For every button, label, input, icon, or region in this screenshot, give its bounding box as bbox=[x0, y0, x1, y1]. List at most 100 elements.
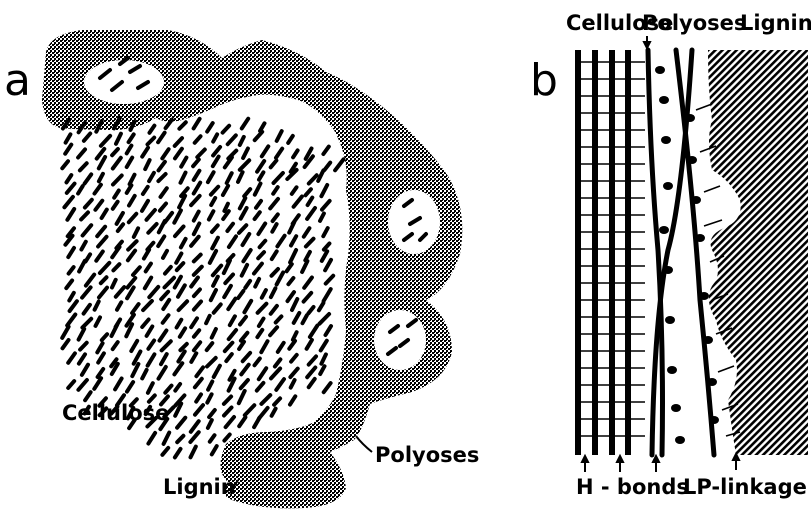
microfibril-dash bbox=[255, 184, 261, 195]
microfibril-dash bbox=[96, 317, 101, 326]
microfibril-dash bbox=[82, 365, 88, 375]
linkage-dot bbox=[699, 292, 709, 300]
microfibril-dash bbox=[85, 200, 92, 208]
microfibril-dash bbox=[307, 208, 315, 219]
microfibril-dash bbox=[148, 354, 155, 365]
microfibril-dash bbox=[190, 432, 198, 442]
microfibril-dash bbox=[95, 302, 99, 310]
microfibril-dash bbox=[179, 301, 188, 310]
microfibril-dash bbox=[175, 138, 182, 146]
microfibril-dash bbox=[85, 392, 91, 400]
microfibril-dash bbox=[230, 316, 235, 325]
microfibril-dash bbox=[147, 327, 153, 336]
microfibril-dash bbox=[98, 353, 104, 362]
microfibril-dash bbox=[273, 214, 278, 221]
microfibril-dash bbox=[320, 314, 330, 324]
microfibril-dash bbox=[65, 145, 71, 154]
microfibril-dash bbox=[69, 267, 74, 274]
microfibril-dash bbox=[66, 134, 71, 142]
microfibril-dash bbox=[240, 198, 246, 208]
microfibril-dash bbox=[293, 332, 297, 340]
microfibril-dash bbox=[259, 319, 264, 326]
microfibril-dash bbox=[209, 211, 214, 219]
microfibril-dash bbox=[191, 421, 199, 432]
microfibril-dash bbox=[324, 163, 330, 171]
microfibril-dash bbox=[292, 299, 297, 310]
microfibril-dash bbox=[272, 224, 276, 232]
linkage-dot bbox=[703, 336, 713, 344]
microfibril-dash bbox=[243, 234, 250, 245]
microfibril-dash bbox=[113, 202, 118, 209]
microfibril-dash bbox=[212, 446, 217, 454]
microfibril-dash bbox=[321, 354, 326, 363]
microfibril-dash bbox=[291, 380, 295, 388]
microfibril-dash bbox=[148, 224, 156, 233]
microfibril-dash bbox=[67, 175, 72, 182]
microfibril-dash bbox=[174, 363, 182, 374]
microfibril-dash bbox=[211, 198, 215, 205]
microfibril-dash bbox=[308, 307, 313, 313]
microfibril-dash bbox=[64, 197, 73, 207]
microfibril-dash bbox=[99, 157, 105, 168]
microfibril-dash bbox=[271, 288, 276, 297]
microfibril-dash bbox=[68, 353, 75, 362]
microfibril-dash bbox=[62, 161, 68, 168]
microfibril-dash bbox=[63, 340, 69, 348]
microfibril-dash bbox=[228, 135, 236, 144]
microfibril-dash bbox=[255, 279, 259, 287]
microfibril-dash bbox=[130, 175, 135, 185]
microfibril-dash bbox=[144, 250, 149, 259]
microfibril-dash bbox=[244, 301, 251, 313]
microfibril-dash bbox=[175, 449, 181, 458]
microfibril-dash bbox=[133, 267, 140, 275]
microfibril-dash bbox=[245, 281, 250, 288]
microfibril-dash bbox=[160, 204, 166, 211]
microfibril-dash bbox=[194, 212, 199, 221]
panel-b: b Cellulose Polyoses Lignin bbox=[530, 11, 811, 499]
microfibril-dash bbox=[181, 173, 186, 183]
microfibril-dash bbox=[129, 196, 135, 206]
microfibril-dash bbox=[225, 275, 233, 284]
microfibril-dash bbox=[276, 316, 282, 322]
microfibril-dash bbox=[82, 287, 91, 297]
microfibril-dash bbox=[194, 330, 199, 337]
microfibril-dash bbox=[194, 267, 202, 275]
linkage-dot bbox=[709, 416, 719, 424]
microfibril-dash bbox=[240, 317, 246, 325]
microfibril-dash bbox=[128, 251, 135, 261]
microfibril-dash bbox=[324, 383, 331, 392]
microfibril-dash bbox=[290, 369, 297, 378]
microfibril-dash bbox=[244, 189, 250, 196]
label-lignin-a: Lignin bbox=[163, 475, 236, 499]
linkage-dot bbox=[675, 436, 685, 444]
linkage-dot bbox=[659, 96, 669, 104]
hole-right-lower bbox=[374, 310, 426, 370]
linkage-dot bbox=[663, 182, 673, 190]
microfibril-dash bbox=[226, 417, 234, 427]
microfibril-dash bbox=[176, 254, 181, 263]
microfibril-dash bbox=[318, 170, 323, 181]
microfibril-dash bbox=[150, 126, 155, 133]
microfibril-dash bbox=[302, 261, 307, 272]
microfibril-dash bbox=[147, 210, 155, 220]
microfibril-dash bbox=[223, 126, 230, 133]
microfibril-dash bbox=[195, 136, 201, 143]
microfibril-dash bbox=[256, 201, 261, 208]
microfibril-dash bbox=[291, 355, 297, 362]
microfibril-dash bbox=[165, 386, 171, 393]
microfibril-dash bbox=[289, 222, 294, 232]
microfibril-dash bbox=[178, 285, 185, 297]
microfibril-dash bbox=[214, 366, 220, 377]
microfibril-dash bbox=[241, 333, 248, 341]
microfibril-dash bbox=[194, 255, 201, 262]
microfibril-dash bbox=[287, 264, 292, 271]
microfibril-dash bbox=[208, 172, 214, 182]
microfibril-dash bbox=[117, 302, 121, 310]
label-h-bonds: H - bonds bbox=[576, 475, 689, 499]
microfibril-dash bbox=[78, 149, 85, 157]
microfibril-dash bbox=[196, 367, 203, 376]
microfibril-dash bbox=[277, 273, 284, 285]
linkage-dot bbox=[655, 66, 665, 74]
microfibril-dash bbox=[291, 236, 296, 245]
